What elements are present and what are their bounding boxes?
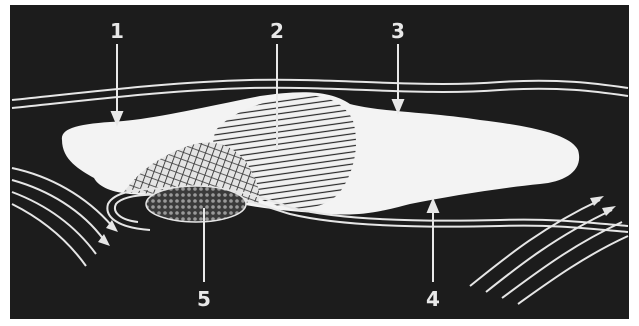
left-fibre-arrows <box>98 220 118 246</box>
left-fibres <box>12 168 112 266</box>
callout-5: 5 <box>197 287 211 311</box>
nodular-structure <box>146 186 246 222</box>
callout-4: 4 <box>426 287 440 311</box>
right-fibre-arrows <box>590 196 616 216</box>
callout-3: 3 <box>391 19 405 43</box>
callout-1: 1 <box>110 19 124 43</box>
callout-2: 2 <box>270 19 284 43</box>
right-fibres <box>470 200 628 304</box>
